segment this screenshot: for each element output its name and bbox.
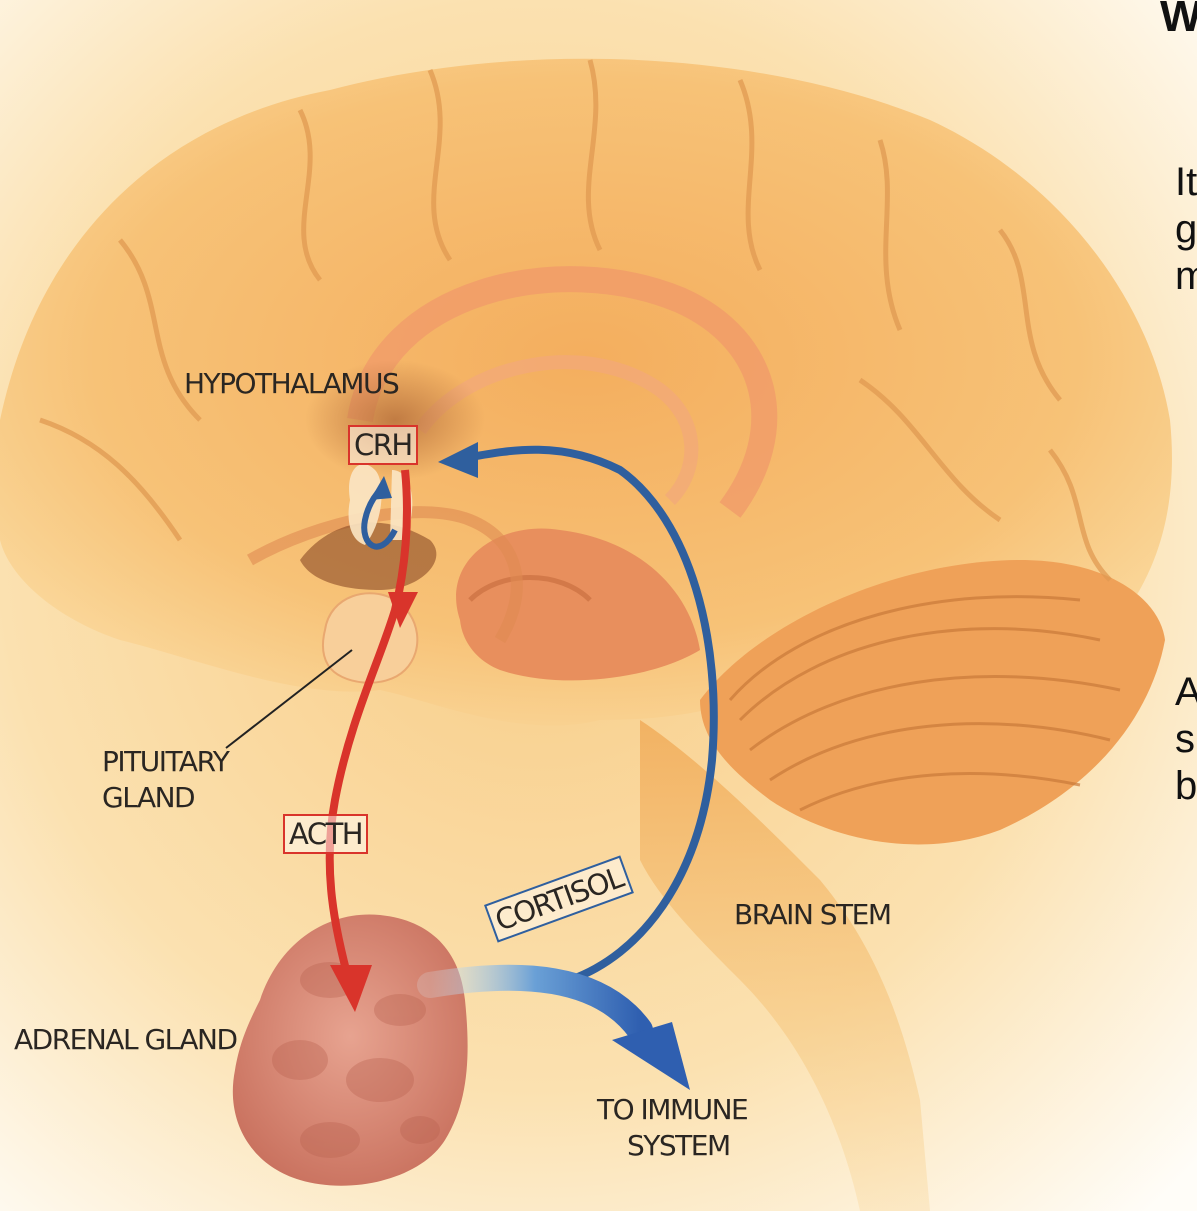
label-hypothalamus: HYPOTHALAMUS — [184, 368, 398, 401]
side-para1-line3: m — [1175, 254, 1197, 299]
label-adrenal-gland: ADRENAL GLAND — [14, 1024, 237, 1057]
label-acth: ACTH — [283, 814, 368, 854]
side-title-fragment: W — [1160, 0, 1197, 39]
label-crh: CRH — [348, 425, 418, 465]
side-para1-line1: It — [1175, 160, 1197, 205]
label-immune-line2: SYSTEM — [627, 1130, 730, 1163]
side-para2-line3: b — [1175, 764, 1197, 809]
label-pituitary-line1: PITUITARY — [102, 746, 228, 779]
side-para2-line1: A — [1175, 670, 1197, 715]
label-brain-stem: BRAIN STEM — [734, 899, 891, 932]
side-para2-line2: s — [1175, 717, 1195, 762]
label-immune-line1: TO IMMUNE — [597, 1094, 747, 1127]
side-para1-line2: g — [1175, 207, 1197, 252]
label-pituitary-line2: GLAND — [102, 782, 194, 815]
